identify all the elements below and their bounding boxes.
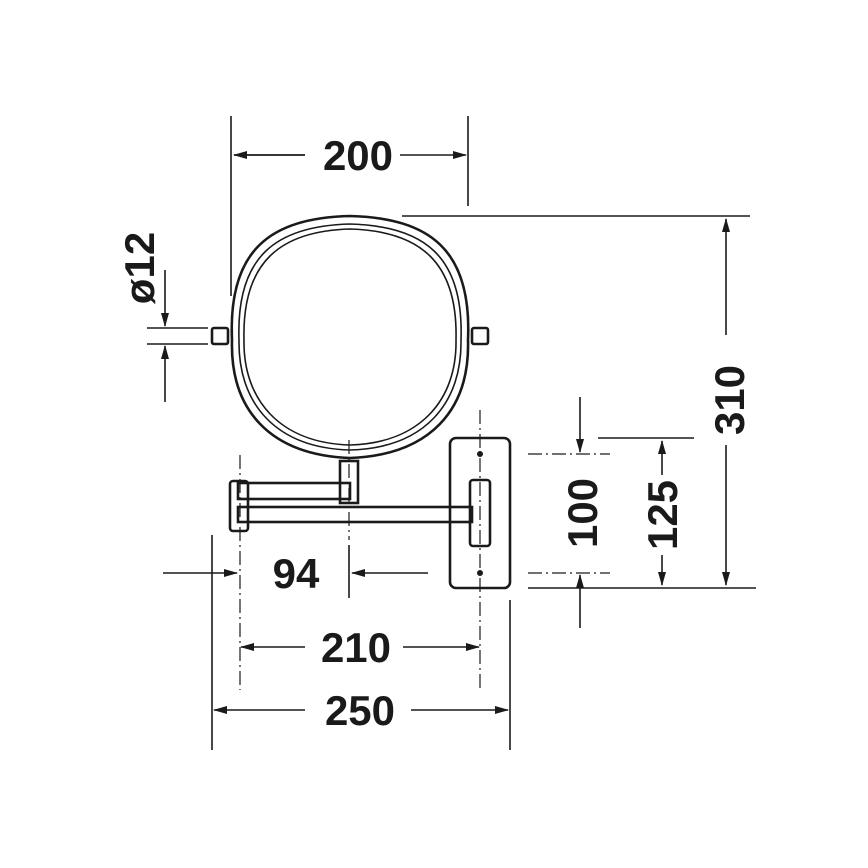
pivot-knob-right bbox=[470, 326, 490, 346]
dimension-label-100: 100 bbox=[559, 478, 606, 548]
dimension-arm-reach: 210 bbox=[240, 624, 480, 671]
dimension-label-250: 250 bbox=[325, 687, 395, 734]
dimension-plate-height: 125 bbox=[598, 437, 694, 586]
dimension-label-200: 200 bbox=[323, 132, 393, 179]
dimension-mirror-width: 200 bbox=[230, 116, 469, 296]
pivot-knob-left bbox=[210, 326, 230, 346]
swivel-arm bbox=[228, 459, 492, 548]
wall-plate bbox=[448, 410, 512, 690]
dimension-label-94: 94 bbox=[273, 550, 320, 597]
dimension-center-offset: 94 bbox=[163, 545, 428, 598]
dimension-label-310: 310 bbox=[706, 365, 753, 435]
dimension-label-125: 125 bbox=[639, 480, 686, 550]
dimension-pivot-diameter: ø12 bbox=[116, 232, 208, 402]
dimension-total-height: 310 bbox=[402, 215, 756, 589]
dimension-total-depth: 250 bbox=[211, 535, 511, 750]
mirror-outline bbox=[230, 214, 470, 460]
dimension-label-210: 210 bbox=[321, 624, 391, 671]
dimension-hole-spacing: 100 bbox=[559, 397, 606, 628]
dimension-label-d12: ø12 bbox=[116, 232, 163, 304]
